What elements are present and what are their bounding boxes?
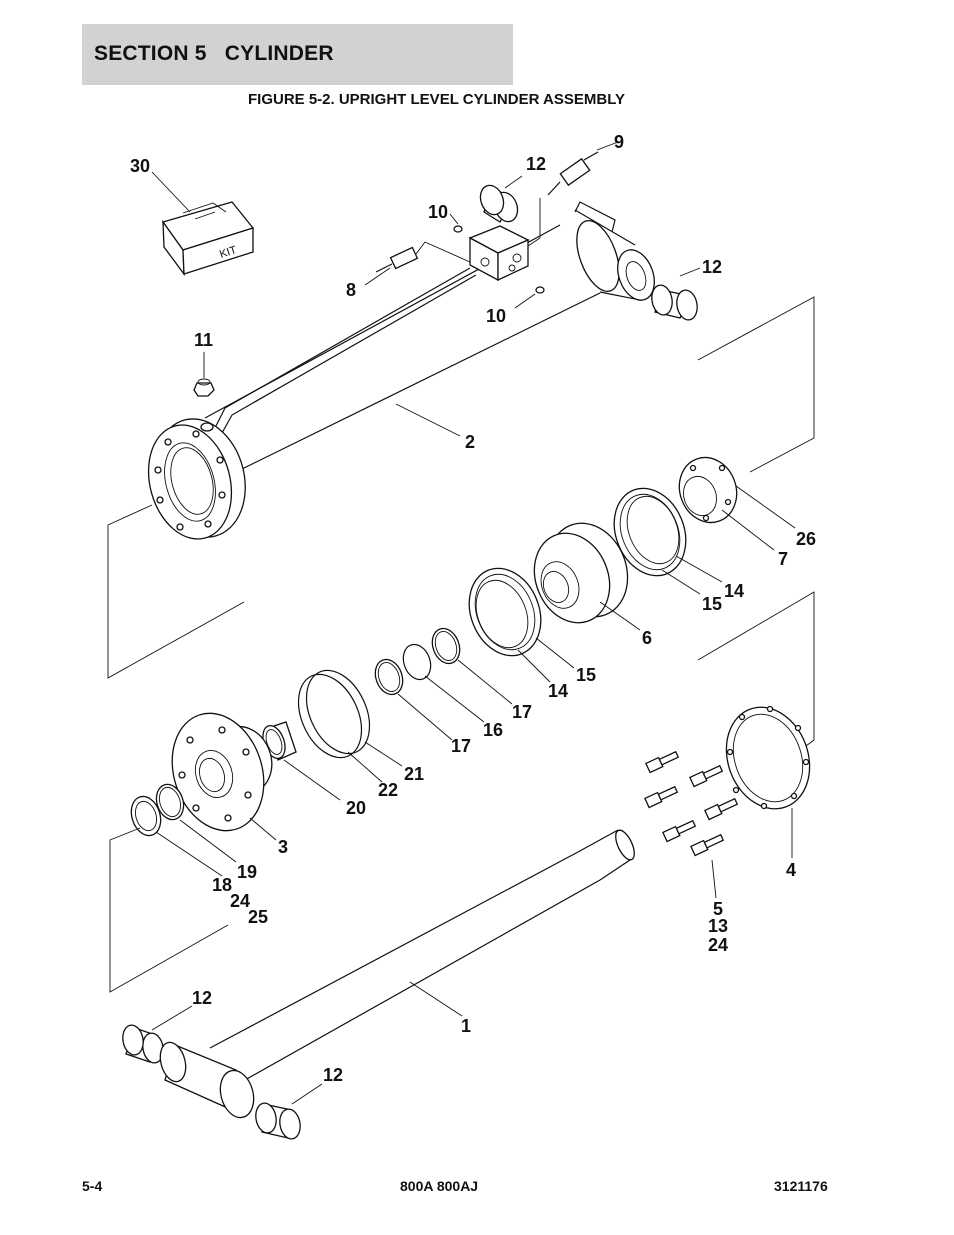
callout-4: 4 — [786, 860, 796, 880]
o-ring-part-16 — [402, 643, 432, 681]
callout-21: 21 — [404, 764, 424, 784]
kit-box-part-30: KIT — [161, 201, 255, 277]
fitting-part-9 — [547, 151, 599, 196]
end-cap-part-4 — [725, 705, 811, 810]
callout-8: 8 — [346, 280, 356, 300]
fitting-part-8 — [375, 241, 471, 273]
callout-26: 26 — [796, 529, 816, 549]
callout-15-upper: 15 — [702, 594, 722, 614]
callout-30: 30 — [130, 156, 150, 176]
callout-18: 18 — [212, 875, 232, 895]
wiper-part-19 — [155, 783, 185, 821]
leader-lines — [151, 141, 796, 1105]
cylinder-barrel-part-2 — [147, 201, 655, 540]
callout-15-lower: 15 — [576, 665, 596, 685]
callout-3: 3 — [278, 837, 288, 857]
piston-rod-part-1 — [159, 829, 635, 1119]
piston-part-6 — [533, 522, 629, 624]
plug-part-10 — [453, 225, 545, 294]
bushing-part-12-lower-right — [255, 1102, 301, 1140]
cylinder-head-part-3 — [171, 712, 273, 832]
callout-19: 19 — [237, 862, 257, 882]
bushing-part-12-right — [651, 284, 698, 321]
bushing-part-12-lower-left — [122, 1024, 164, 1064]
callout-17-lower: 17 — [451, 736, 471, 756]
callout-14-upper: 14 — [724, 581, 744, 601]
ring-part-17-lower — [374, 658, 404, 696]
callout-12-upper: 12 — [526, 154, 546, 174]
callout-24-right: 24 — [708, 935, 728, 955]
assembly-guide-lines — [107, 296, 815, 993]
callout-12-lower-left: 12 — [192, 988, 212, 1008]
callout-7: 7 — [778, 549, 788, 569]
callout-6: 6 — [642, 628, 652, 648]
callout-10-upper: 10 — [428, 202, 448, 222]
bushing-part-12-upper — [479, 184, 519, 223]
footer-model: 800A 800AJ — [400, 1178, 479, 1194]
callout-1: 1 — [461, 1016, 471, 1036]
callout-16: 16 — [483, 720, 503, 740]
callout-22: 22 — [378, 780, 398, 800]
kit-label: KIT — [218, 244, 238, 261]
callout-25: 25 — [248, 907, 268, 927]
spacer-part-20 — [262, 721, 297, 761]
callout-14-lower: 14 — [548, 681, 568, 701]
section-title: SECTION 5 CYLINDER — [94, 42, 334, 65]
footer-doc-number: 3121176 — [774, 1178, 828, 1194]
callout-24-left: 24 — [230, 891, 250, 911]
seal-part-14-15-upper — [613, 487, 687, 577]
ring-part-17-upper — [431, 627, 461, 665]
callout-10-lower: 10 — [486, 306, 506, 326]
callout-20: 20 — [346, 798, 366, 818]
bolts-part-5 — [644, 750, 739, 857]
plug-part-11 — [193, 378, 215, 397]
callout-2: 2 — [465, 432, 475, 452]
callout-11: 11 — [194, 330, 213, 350]
o-ring-part-21-22 — [297, 669, 371, 759]
footer-page-number: 5-4 — [82, 1178, 103, 1194]
callout-13: 13 — [708, 916, 728, 936]
seal-part-18 — [130, 795, 162, 837]
callout-labels: 30 9 12 10 12 8 10 11 2 26 7 14 15 6 15 … — [130, 132, 816, 1085]
callout-12-lower-right: 12 — [323, 1065, 343, 1085]
callout-9: 9 — [614, 132, 624, 152]
retainer-part-7 — [678, 456, 738, 524]
callout-5: 5 — [713, 899, 723, 919]
callout-12-right: 12 — [702, 257, 722, 277]
figure-title: FIGURE 5-2. UPRIGHT LEVEL CYLINDER ASSEM… — [248, 91, 625, 108]
callout-17-upper: 17 — [512, 702, 532, 722]
section-header-bar — [82, 24, 513, 85]
valve-block — [468, 198, 541, 282]
